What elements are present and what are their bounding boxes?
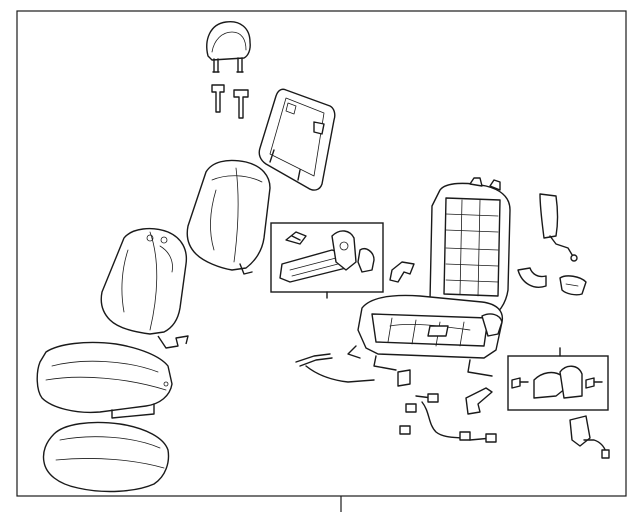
diagram-frame xyxy=(16,10,627,497)
wire-harness xyxy=(399,393,497,443)
seatback-pad xyxy=(100,227,189,349)
side-cover-callout xyxy=(507,347,609,411)
headrest-guide-right xyxy=(233,89,249,119)
headrest xyxy=(206,21,251,73)
wire-rods xyxy=(295,353,375,383)
cover-clip-left xyxy=(517,267,547,288)
cushion-pad xyxy=(42,421,170,493)
seatback-board xyxy=(258,88,336,191)
seat-frame xyxy=(347,177,511,387)
side-shield xyxy=(539,193,578,262)
seatbelt-buckle xyxy=(569,415,610,459)
cushion-cover xyxy=(36,341,173,419)
side-bracket-left xyxy=(389,261,415,283)
lower-bracket xyxy=(465,387,493,415)
recliner-callout xyxy=(270,222,384,299)
seatback-cover xyxy=(186,159,271,275)
cover-clip-right xyxy=(559,275,587,296)
headrest-guide-left xyxy=(211,84,225,113)
